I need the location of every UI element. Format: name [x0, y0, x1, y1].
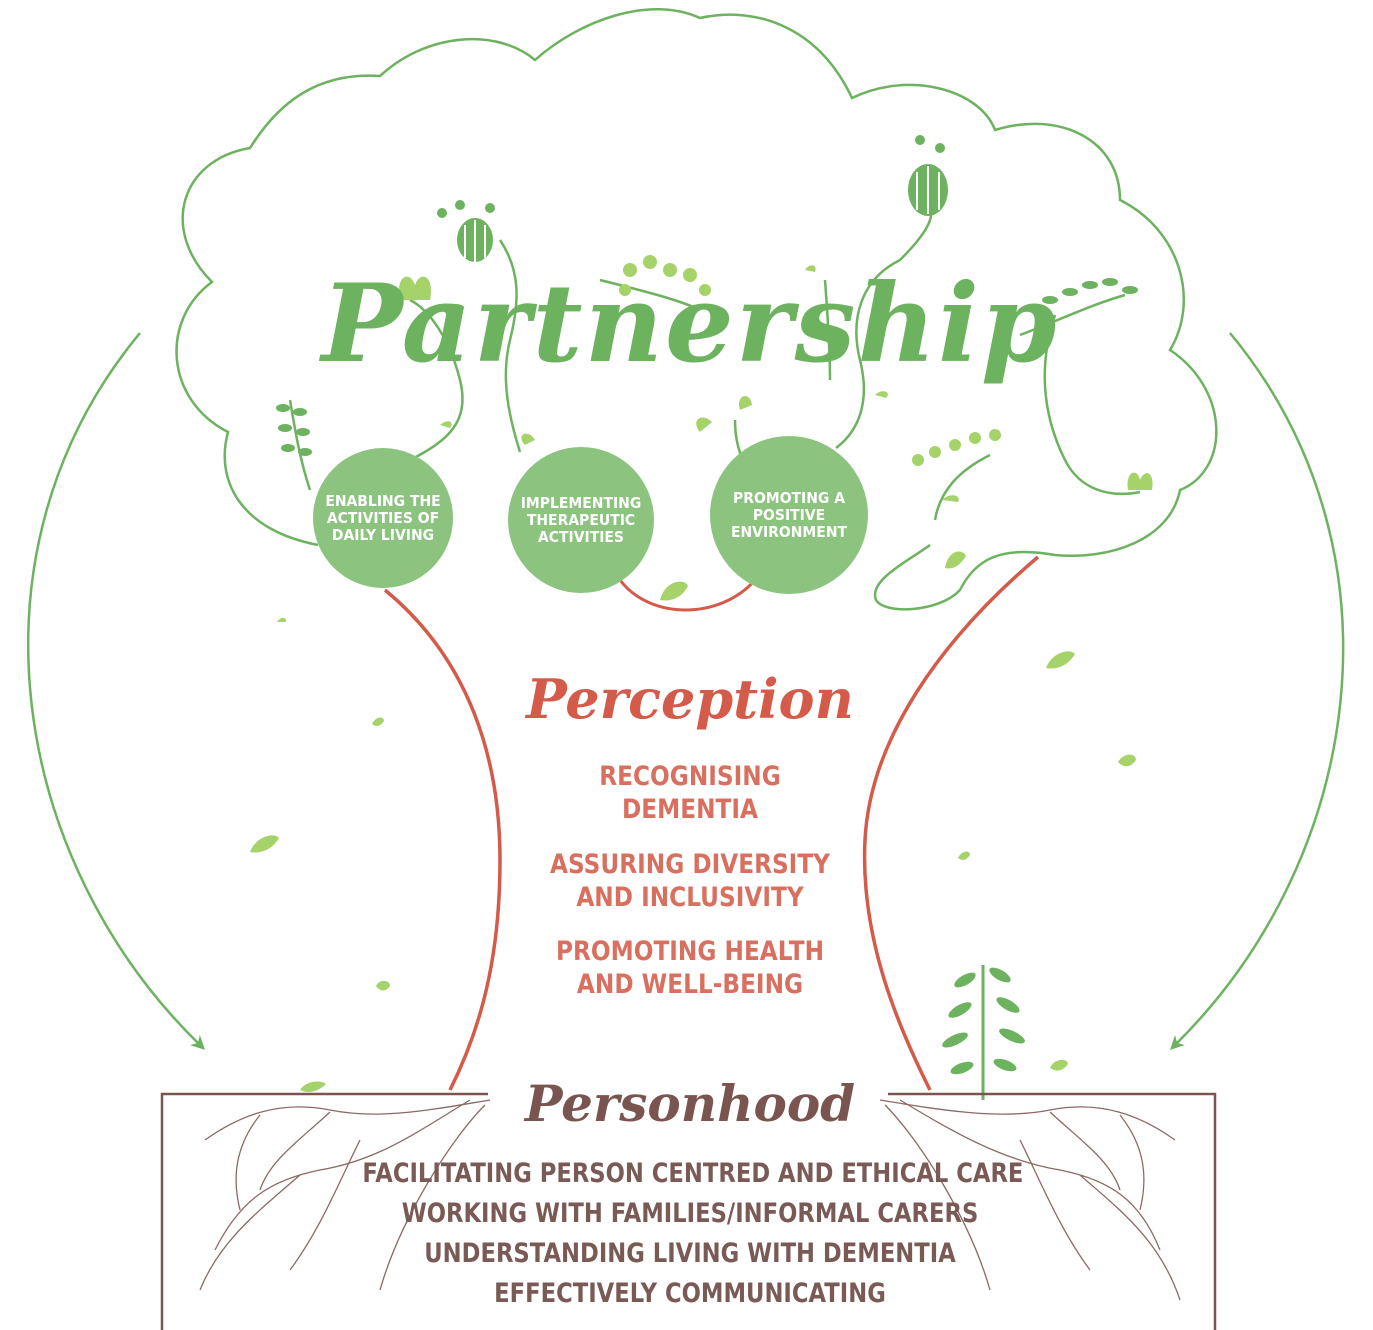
fern-branch-icon	[276, 404, 312, 456]
tree-trunk-right	[862, 555, 1040, 1091]
circle-label-environment: PROMOTING A POSITIVE ENVIRONMENT	[730, 488, 848, 541]
personhood-item: EFFECTIVELY COMMUNICATING	[494, 1278, 886, 1309]
perception-title: Perception	[526, 667, 854, 731]
fern-branch-icon	[1042, 278, 1138, 304]
tulip-flower-icon	[398, 276, 1153, 490]
right-cycle-arrow	[1170, 332, 1345, 1050]
tree-canopy-outline	[175, 8, 1218, 611]
dotted-sprig-icon	[912, 429, 1001, 466]
environment-circle	[710, 436, 868, 594]
personhood-item: WORKING WITH FAMILIES/INFORMAL CARERS	[401, 1198, 979, 1229]
roots	[199, 1099, 1181, 1301]
circle-label-therapeutic: IMPLEMENTING THERAPEUTIC ACTIVITIES	[520, 493, 642, 546]
adl-circle	[313, 448, 453, 588]
tree-trunk-left	[383, 588, 502, 1091]
perception-item: ASSURING DIVERSITY AND INCLUSIVITY	[550, 849, 830, 913]
circle-label-adl: ENABLING THE ACTIVITIES OF DAILY LIVING	[325, 491, 441, 544]
partnership-title: Partnership	[321, 261, 1059, 387]
perception-item: PROMOTING HEALTH AND WELL-BEING	[555, 936, 825, 1000]
personhood-item: FACILITATING PERSON CENTRED AND ETHICAL …	[362, 1158, 1024, 1189]
dotted-sprig-icon	[619, 255, 711, 296]
perception-item: RECOGNISING DEMENTIA	[599, 761, 781, 825]
leaf-icon	[250, 265, 1136, 1092]
trunk-connector	[618, 579, 757, 612]
personhood-title: Personhood	[524, 1074, 856, 1133]
ground-box-outline	[160, 1092, 1217, 1330]
personhood-item: UNDERSTANDING LIVING WITH DEMENTIA	[424, 1238, 956, 1269]
sprout-plant-icon	[942, 965, 1025, 1100]
therapeutic-circle	[508, 447, 654, 593]
flower-bud-icon	[908, 135, 948, 216]
flower-bud-icon	[437, 200, 495, 262]
left-cycle-arrow	[26, 332, 206, 1050]
